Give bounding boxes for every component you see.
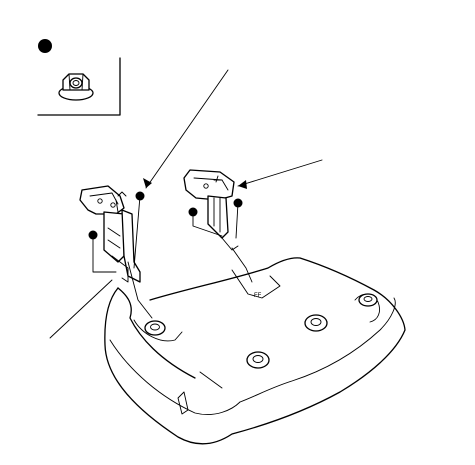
mount-boss [358, 293, 378, 307]
left-bracket-stud [115, 191, 127, 213]
leader-line [235, 202, 239, 239]
right-bracket-stud [213, 175, 223, 183]
right-bracket-rib [213, 197, 221, 233]
left-bracket-rib [107, 227, 121, 249]
leader-line [192, 211, 223, 237]
seat-pan-outline [104, 257, 406, 445]
bolt-hole [203, 183, 209, 189]
seat-pan: FF [104, 257, 406, 445]
left-bracket-rail [121, 209, 141, 283]
bolt-hole [110, 202, 116, 208]
leader-line [237, 159, 323, 187]
mount-boss [304, 314, 328, 332]
seat-pan-crease [199, 371, 223, 389]
left-bracket-link [127, 261, 153, 319]
leader-arrowhead [238, 180, 247, 189]
right-bracket-leg [207, 195, 229, 239]
bolt-hole [97, 198, 103, 204]
right-bracket-top-plate [183, 169, 235, 201]
right-bracket-link [231, 247, 253, 283]
mount-boss [246, 351, 270, 369]
inset-border [37, 57, 121, 116]
right-bracket [183, 169, 253, 283]
front-mount-recess [133, 319, 183, 342]
front-marker-label: FF [254, 293, 262, 299]
flange-nut-icon [58, 73, 94, 101]
callout-dot-icon [38, 39, 52, 53]
rear-mount-recess [231, 269, 281, 299]
seat-pan-lower-edge [109, 339, 241, 415]
left-bracket-foot [111, 255, 129, 283]
left-bracket-leg [103, 211, 125, 263]
leader-line [92, 234, 117, 273]
right-bracket-foot [221, 237, 239, 251]
leader-lines [49, 69, 323, 339]
seat-pan-left-flange [117, 287, 196, 379]
leader-line [133, 195, 141, 269]
mount-boss [144, 320, 166, 336]
leader-arrowhead [143, 178, 152, 188]
leader-line [49, 279, 113, 339]
seat-pan-rear-edge [239, 297, 396, 403]
seat-pan-notch [177, 391, 189, 415]
left-bracket [79, 185, 153, 319]
fastener-key-inset [37, 39, 121, 116]
leader-line [145, 69, 229, 189]
